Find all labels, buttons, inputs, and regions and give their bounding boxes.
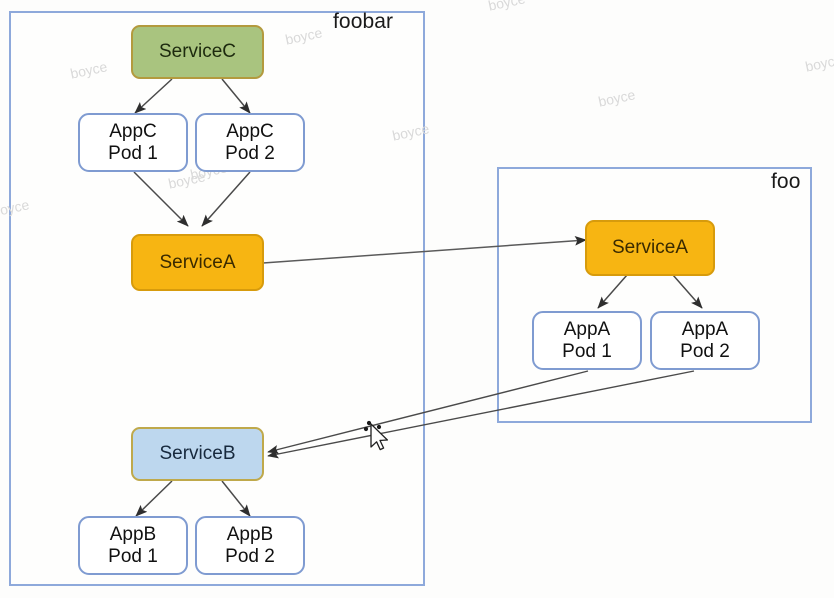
node-appc-pod2[interactable]: AppC Pod 2 xyxy=(195,113,305,172)
node-appb-pod1[interactable]: AppB Pod 1 xyxy=(78,516,188,575)
watermark-text: boyce xyxy=(803,51,834,75)
node-service-c[interactable]: ServiceC xyxy=(131,25,264,79)
node-appa-pod2[interactable]: AppA Pod 2 xyxy=(650,311,760,370)
namespace-foo-label: foo xyxy=(771,170,801,193)
namespace-foobar-label: foobar xyxy=(333,10,394,33)
node-appb-pod2[interactable]: AppB Pod 2 xyxy=(195,516,305,575)
node-service-a-foobar[interactable]: ServiceA xyxy=(131,234,264,291)
node-appa-pod1[interactable]: AppA Pod 1 xyxy=(532,311,642,370)
namespace-foobar[interactable] xyxy=(9,11,425,586)
node-appc-pod1[interactable]: AppC Pod 1 xyxy=(78,113,188,172)
node-service-b[interactable]: ServiceB xyxy=(131,427,264,481)
watermark-text: boyce xyxy=(596,86,637,110)
namespace-foo[interactable] xyxy=(497,167,812,423)
node-service-a-foo[interactable]: ServiceA xyxy=(585,220,715,276)
watermark-text: boyce xyxy=(486,0,527,14)
